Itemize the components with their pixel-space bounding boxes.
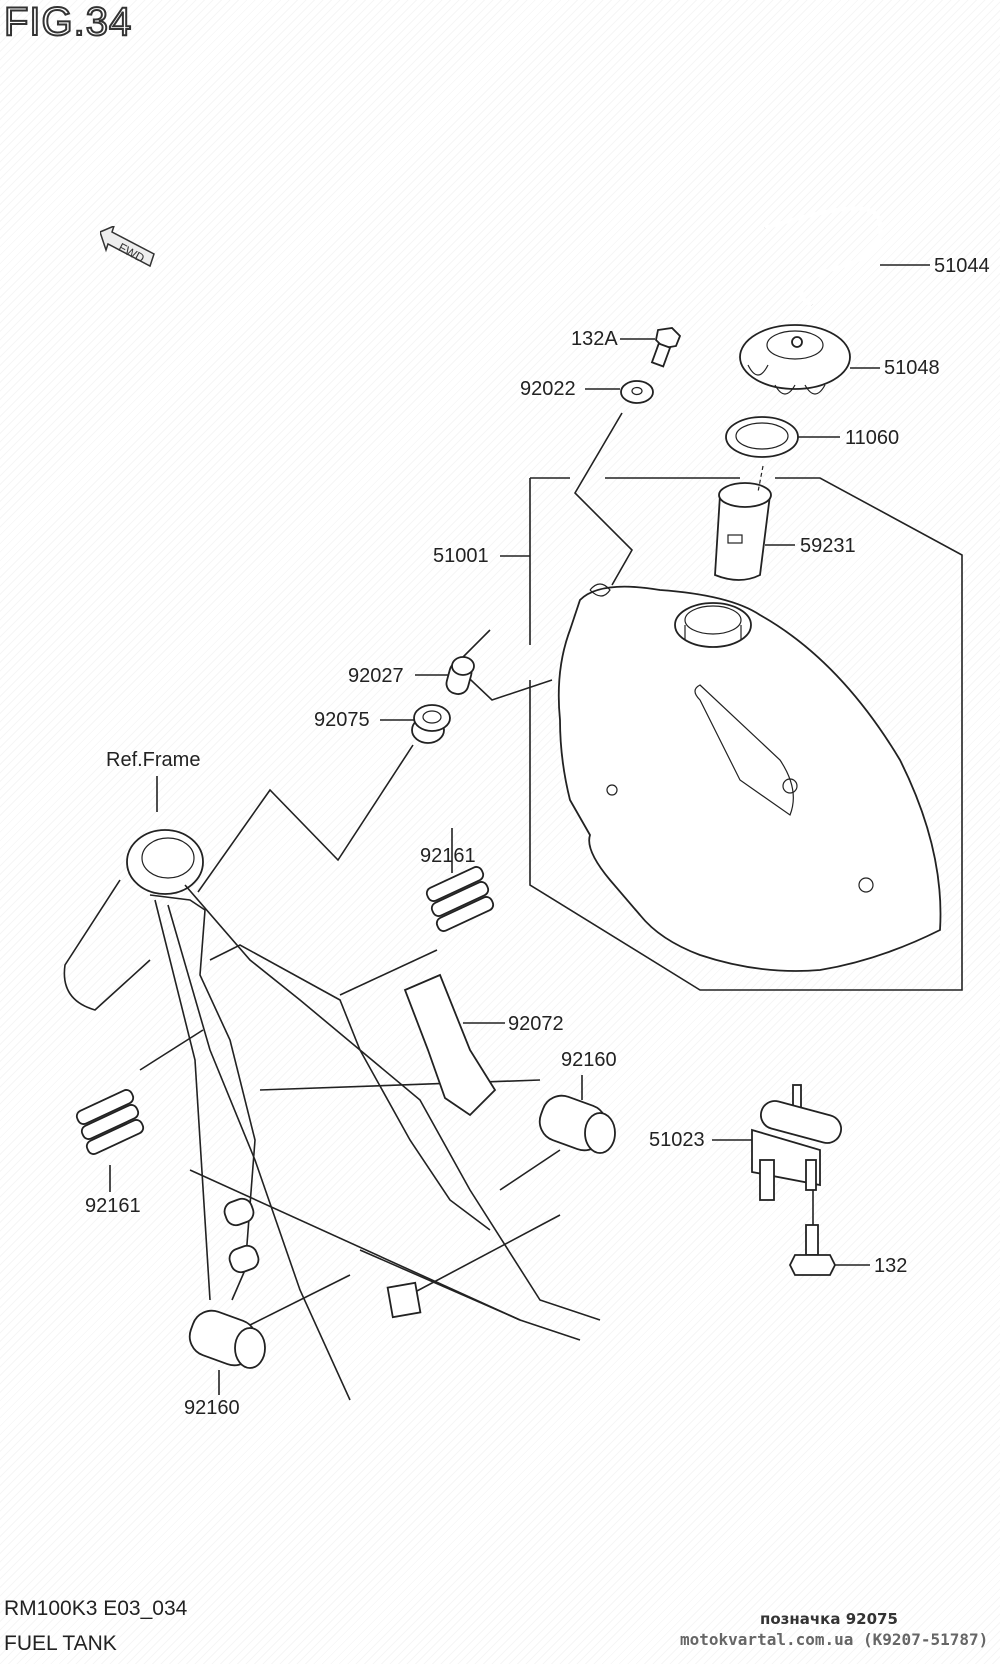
part-11060-gasket[interactable] (725, 416, 840, 458)
part-92022-washer[interactable] (585, 380, 654, 404)
part-51048-fuel-cap[interactable] (739, 324, 880, 395)
part-92160-damper-right[interactable] (499, 1075, 616, 1191)
section-name: FUEL TANK (4, 1632, 117, 1655)
part-92027-collar[interactable] (415, 656, 475, 696)
watermark-designation: позначка 92075 (760, 1610, 898, 1628)
callout-92027[interactable]: 92027 (348, 665, 404, 687)
ref-frame-drawing[interactable] (63, 776, 601, 1401)
callout-92072[interactable]: 92072 (508, 1013, 564, 1035)
figure-title: FIG.34 (3, 0, 133, 45)
callout-92161-left[interactable]: 92161 (85, 1195, 141, 1217)
callout-132[interactable]: 132 (874, 1255, 908, 1277)
callout-92160-right[interactable]: 92160 (561, 1049, 617, 1071)
callout-92075[interactable]: 92075 (314, 709, 370, 731)
part-51001-bracket (453, 412, 963, 991)
fwd-arrow-icon: FWD (99, 224, 156, 275)
part-92161-damper-upper[interactable] (339, 828, 495, 996)
callout-92160-lower[interactable]: 92160 (184, 1397, 240, 1419)
part-92075-damper[interactable] (197, 704, 451, 893)
callout-51048[interactable]: 51048 (884, 357, 940, 379)
callout-51001[interactable]: 51001 (433, 545, 489, 567)
callout-51044[interactable]: 51044 (934, 255, 990, 277)
part-132A-bolt[interactable] (620, 327, 682, 368)
part-92072-strap[interactable] (403, 973, 505, 1117)
callout-92022[interactable]: 92022 (520, 378, 576, 400)
part-92160-damper-lower[interactable] (184, 1274, 351, 1395)
callout-59231[interactable]: 59231 (800, 535, 856, 557)
part-92161-damper-left[interactable] (75, 1088, 145, 1192)
callout-92161-upper[interactable]: 92161 (420, 845, 476, 867)
part-59231-fuel-filter[interactable] (714, 465, 795, 581)
part-51023-fuel-cock[interactable] (712, 1084, 844, 1240)
part-51044-fuel-hose[interactable] (764, 206, 930, 307)
ref-frame-label: Ref.Frame (106, 749, 201, 771)
part-132-bolt[interactable] (788, 1224, 870, 1276)
model-code: RM100K3 E03_034 (4, 1597, 188, 1620)
callout-51023[interactable]: 51023 (649, 1129, 705, 1151)
part-51001-fuel-tank[interactable] (557, 583, 942, 972)
callout-132A[interactable]: 132A (571, 328, 618, 350)
watermark-site: motokvartal.com.ua (K9207-51787) (680, 1630, 989, 1649)
callout-11060[interactable]: 11060 (845, 427, 900, 449)
